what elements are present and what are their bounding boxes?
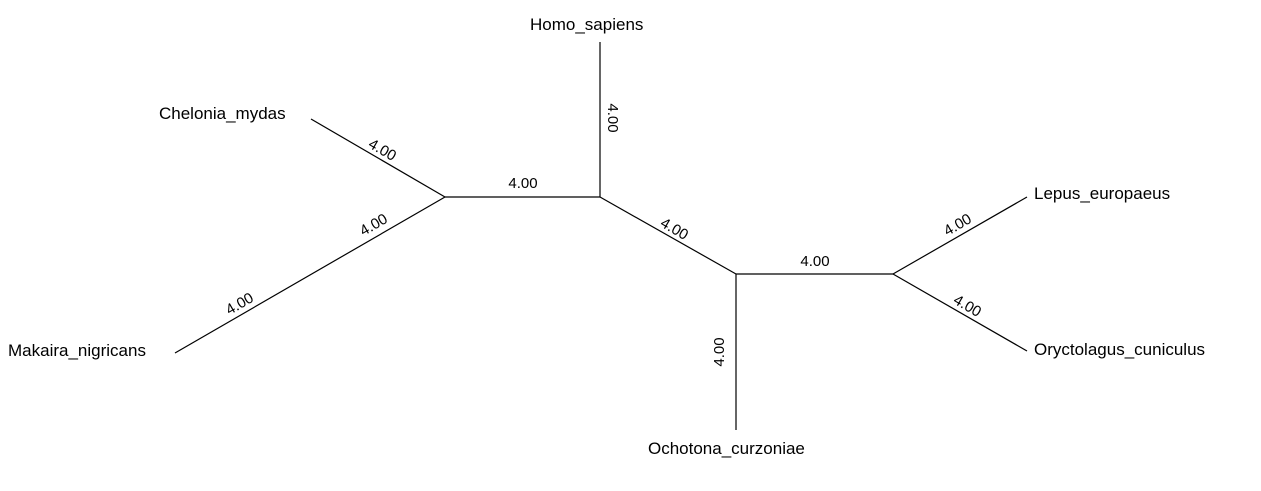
taxon-label-lepus-europaeus: Lepus_europaeus	[1034, 184, 1170, 203]
taxon-label-makaira-nigricans: Makaira_nigricans	[8, 341, 146, 360]
branch-length-center-left: 4.00	[508, 175, 537, 192]
branch-oryctolagus-cuniculus	[892, 273, 1028, 352]
branch-length-makaira-nigricans-upper: 4.00	[357, 210, 391, 239]
branch-length-lepus-europaeus: 4.00	[941, 210, 975, 239]
branch-lepus-europaeus	[892, 196, 1028, 275]
taxon-label-homo-sapiens: Homo_sapiens	[530, 15, 643, 34]
branch-chelonia-mydas	[310, 118, 446, 198]
branch-length-homo-sapiens: 4.00	[604, 103, 621, 132]
branch-makaira-nigricans	[174, 196, 446, 354]
taxon-label-ochotona-curzoniae: Ochotona_curzoniae	[648, 439, 805, 458]
branch-length-right-rabbit: 4.00	[800, 253, 829, 270]
branch-length-ochotona-curzoniae: 4.00	[711, 337, 728, 366]
branch-center-right	[599, 196, 737, 275]
taxon-label-oryctolagus-cuniculus: Oryctolagus_cuniculus	[1034, 340, 1205, 359]
branch-length-makaira-nigricans-lower: 4.00	[223, 289, 257, 318]
taxon-label-chelonia-mydas: Chelonia_mydas	[159, 104, 286, 123]
